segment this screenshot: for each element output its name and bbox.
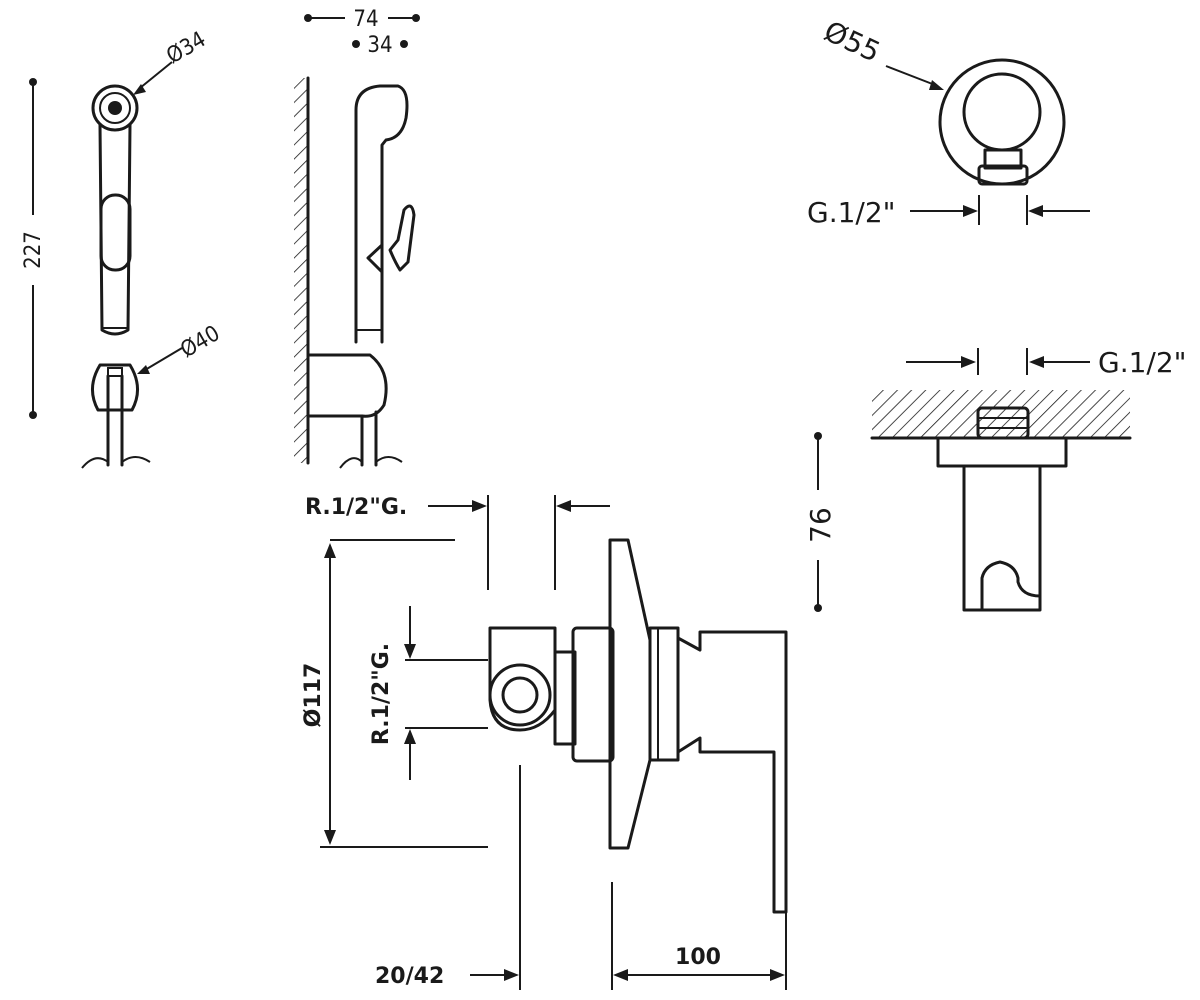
depth-100-label: 100 bbox=[675, 945, 721, 970]
mixer-valve-side-view: R.1/2"G. Ø117 R.1/2"G. bbox=[301, 495, 788, 990]
thread-g12-mid-label: G.1/2" bbox=[1098, 346, 1187, 379]
thread-r12g-side-label: R.1/2"G. bbox=[369, 643, 394, 745]
height-227-label: 227 bbox=[21, 231, 46, 269]
thread-r12g-top-label: R.1/2"G. bbox=[305, 495, 407, 520]
diameter-55-label: Ø55 bbox=[819, 14, 885, 68]
height-76-label: 76 bbox=[804, 507, 837, 543]
thread-g12-top-label: G.1/2" bbox=[807, 196, 896, 229]
diameter-117-label: Ø117 bbox=[301, 663, 326, 728]
width-34-label: 34 bbox=[367, 33, 392, 58]
width-74-label: 74 bbox=[353, 7, 378, 32]
hand-shower-front-view: Ø34 Ø40 227 bbox=[21, 27, 225, 469]
wall-bracket-front-view: Ø55 G.1/2" bbox=[807, 14, 1090, 229]
diameter-40-label: Ø40 bbox=[177, 321, 225, 363]
depth-2042-label: 20/42 bbox=[375, 964, 444, 989]
wall-bracket-side-view: G.1/2" 76 bbox=[804, 346, 1187, 612]
hand-shower-side-view: 74 34 bbox=[294, 7, 420, 469]
